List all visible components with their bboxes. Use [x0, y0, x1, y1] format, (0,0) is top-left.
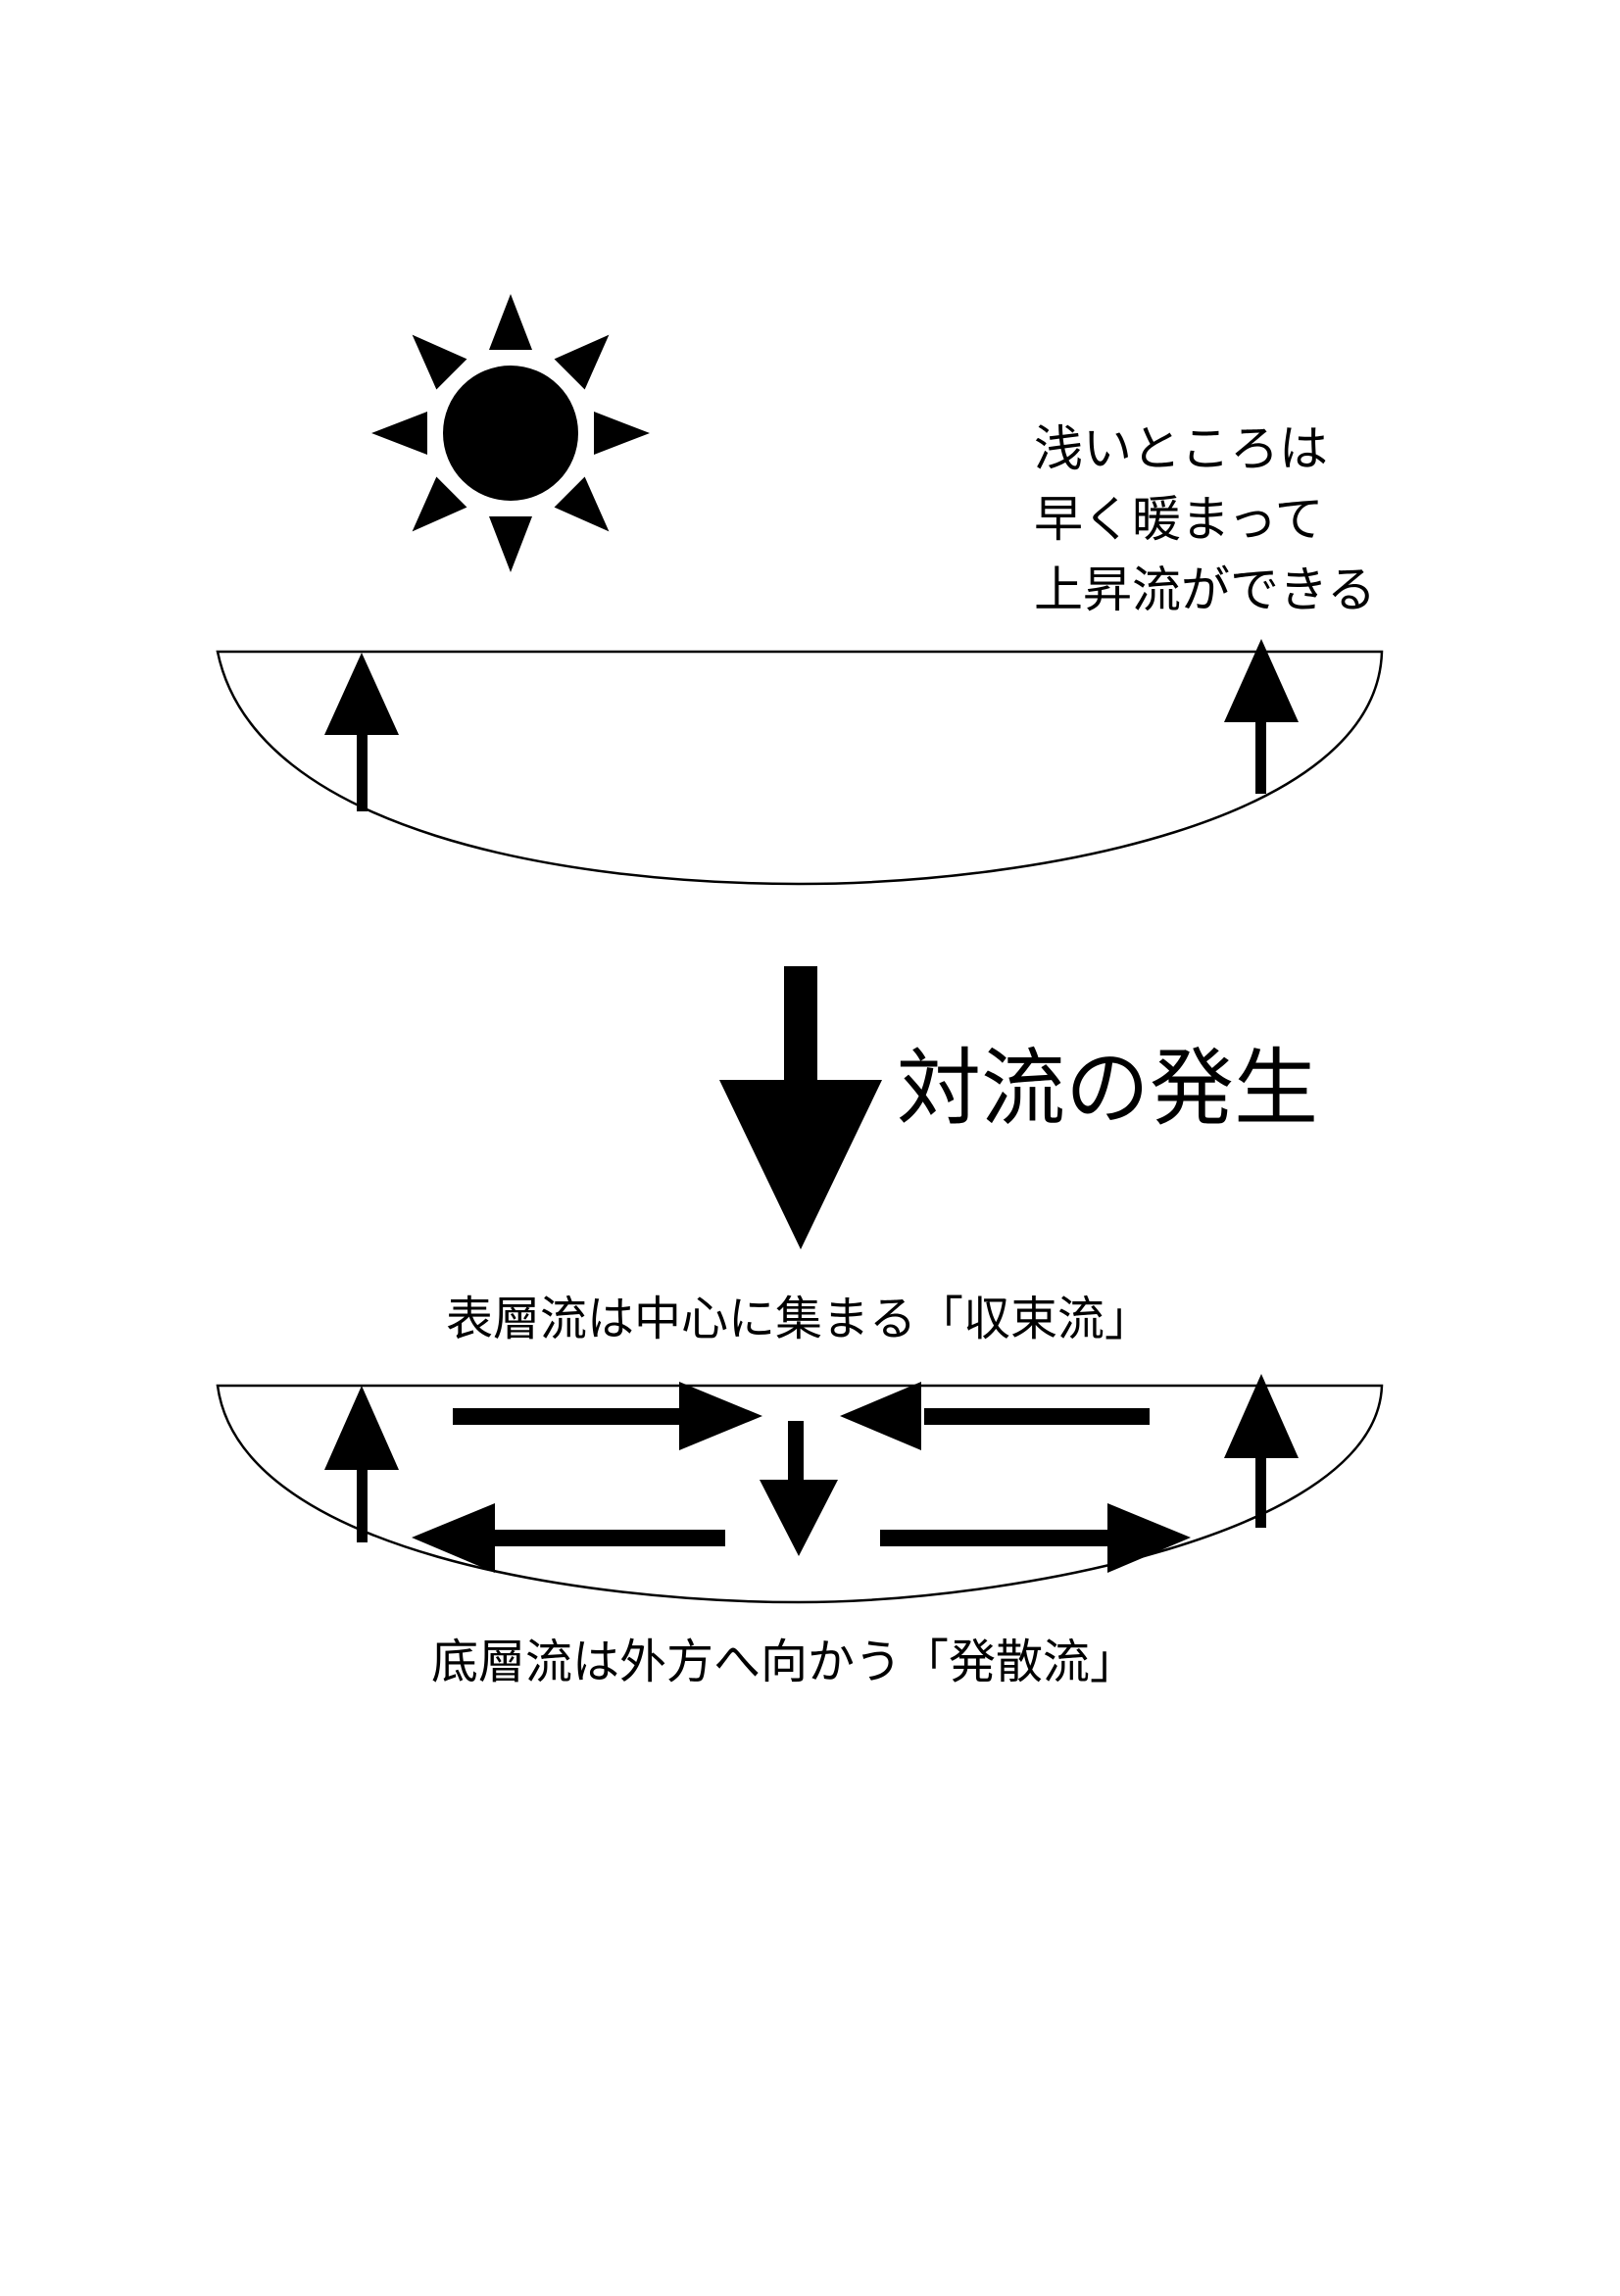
upper-left-upwelling-arrow [324, 653, 399, 811]
transition-arrow [719, 966, 882, 1249]
surface-arrow-left [840, 1382, 1150, 1450]
shallow-warming-note: 浅いところは 早く暖まって 上昇流ができる [1034, 419, 1376, 631]
upper-basin [216, 650, 1384, 886]
bottom-arrow-right [880, 1503, 1191, 1573]
center-downwelling-arrow [760, 1421, 838, 1556]
bottom-arrow-left [412, 1503, 725, 1573]
sun-ray [412, 334, 467, 390]
note-line: 早く暖まって [1034, 491, 1324, 548]
sun-ray [554, 476, 610, 532]
bottom-flow-label: 底層流は外方へ向かう「発散流」 [431, 1635, 1138, 1689]
sun-ray [412, 476, 467, 532]
upper-right-upwelling-arrow [1224, 639, 1299, 794]
lower-left-upwelling-arrow [324, 1386, 399, 1542]
note-line: 浅いところは [1034, 420, 1328, 477]
surface-arrow-right [453, 1382, 762, 1450]
sun-ray [371, 412, 427, 455]
lower-basin [216, 1384, 1384, 1604]
convection-label: 対流の発生 [897, 1040, 1318, 1138]
sun-ray [489, 516, 532, 572]
note-line: 上昇流ができる [1034, 562, 1376, 618]
sun-icon [371, 294, 650, 572]
sun-ray [594, 412, 650, 455]
lower-right-upwelling-arrow [1224, 1374, 1299, 1528]
sun-ray [489, 294, 532, 350]
surface-flow-label: 表層流は中心に集まる「収束流」 [446, 1292, 1153, 1346]
sun-ray [554, 334, 610, 390]
